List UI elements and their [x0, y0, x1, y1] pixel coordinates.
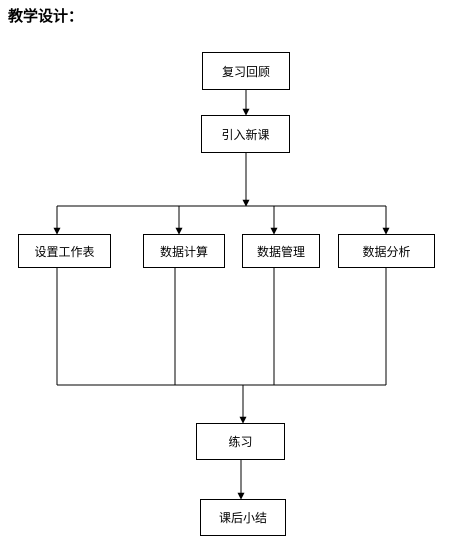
- node-data-analysis: 数据分析: [338, 234, 435, 268]
- node-practice-label: 练习: [228, 435, 253, 449]
- node-practice: 练习: [196, 423, 285, 460]
- node-summary: 课后小结: [200, 499, 286, 536]
- node-setup-sheet-label: 设置工作表: [34, 244, 95, 259]
- node-data-manage-label: 数据管理: [256, 244, 305, 259]
- node-review: 复习回顾: [202, 52, 290, 90]
- node-data-analysis-label: 数据分析: [362, 244, 411, 259]
- node-intro: 引入新课: [201, 115, 290, 153]
- node-summary-label: 课后小结: [218, 511, 267, 525]
- node-data-calc-label: 数据计算: [159, 244, 208, 259]
- node-data-calc: 数据计算: [143, 234, 225, 268]
- node-setup-sheet: 设置工作表: [18, 234, 111, 268]
- node-review-label: 复习回顾: [221, 64, 270, 79]
- node-intro-label: 引入新课: [221, 127, 270, 142]
- page-title: 教学设计：: [8, 7, 84, 25]
- node-data-manage: 数据管理: [242, 234, 320, 268]
